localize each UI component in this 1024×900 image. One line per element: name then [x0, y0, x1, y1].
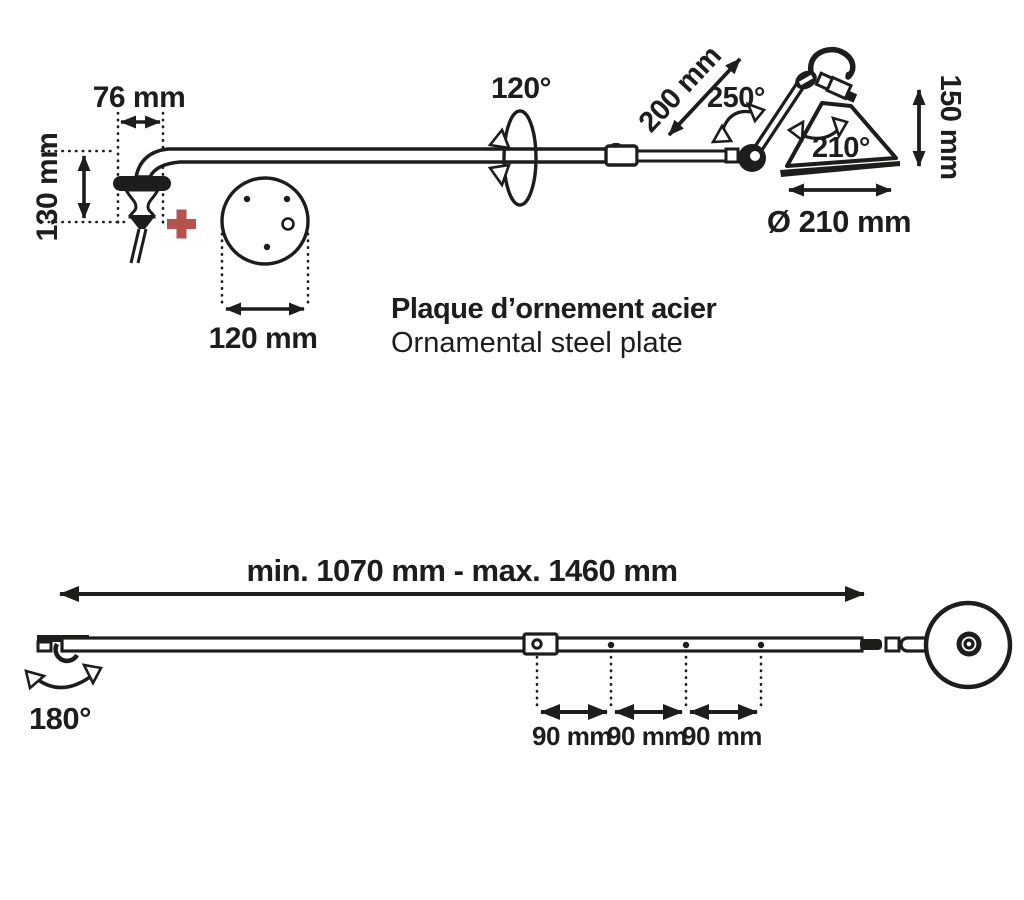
hook-end: [845, 71, 853, 79]
rotation-arrowhead: [487, 127, 512, 150]
wall-bracket: [113, 176, 171, 264]
shade-210-label: 210°: [812, 132, 870, 164]
shade-rim: [780, 161, 900, 177]
elbow-250-arc: [720, 109, 757, 133]
arm-collar: [604, 144, 639, 167]
upper-arm: [746, 75, 809, 164]
elbow-arc-arrowhead: [745, 101, 767, 124]
range-label: min. 1070 mm - max. 1460 mm: [246, 553, 677, 588]
hole-dot: [682, 641, 690, 649]
head-knob-slot: [798, 74, 814, 86]
hub-ring: [961, 636, 977, 652]
swivel-arc-arrowhead: [81, 663, 103, 686]
hole-dot: [607, 641, 615, 649]
lamp-shade: [785, 101, 898, 168]
rotation-120-label: 120°: [491, 72, 551, 105]
forearm-rod: [635, 149, 731, 163]
plate-diameter-label: 120 mm: [209, 322, 318, 355]
elbow-arc-arrowhead: [710, 123, 734, 144]
swivel-arc-arrowhead: [24, 669, 47, 691]
plate-title-en: Ornamental steel plate: [391, 327, 683, 359]
side-view-diagram: min. 1070 mm - max. 1460 mm: [24, 553, 1013, 751]
spacing-90-label: 90 mm: [532, 721, 612, 751]
hole-dot: [757, 641, 765, 649]
top-view-diagram: 76 mm 130 mm: [31, 40, 966, 359]
sleeve-hole: [531, 638, 543, 650]
shade-disc: [923, 600, 1013, 690]
ornamental-plate: [220, 176, 310, 266]
rotation-120-ellipse: [502, 109, 538, 207]
dim-height-130-label: 130 mm: [31, 133, 64, 242]
elbow-joint: [738, 144, 766, 172]
socket: [814, 71, 858, 103]
hook: [807, 46, 856, 80]
plus-icon: [167, 209, 196, 239]
mounting-cable: [136, 228, 148, 264]
shade-diameter-label: Ø 210 mm: [767, 204, 911, 239]
bracket-bar: [113, 176, 171, 191]
plate-hole: [243, 195, 251, 203]
plate-center-hole: [281, 217, 295, 231]
rotation-arrowhead: [487, 163, 511, 188]
plate-title-fr: Plaque d’ornement acier: [391, 293, 717, 325]
bracket-taper: [128, 215, 156, 229]
plate-circle: [220, 176, 310, 266]
elbow-collar: [724, 147, 740, 164]
side-arm: [60, 636, 864, 653]
plate-hole: [263, 243, 271, 251]
plate-hole: [283, 195, 291, 203]
spacing-90-label: 90 mm: [607, 721, 687, 751]
dim-width-76-label: 76 mm: [93, 81, 186, 114]
shade-height-150-label: 150 mm: [934, 74, 966, 179]
shade-arc-arrowhead: [830, 116, 849, 140]
lamp-head: 210°: [780, 46, 900, 177]
bracket-goblet: [123, 188, 161, 219]
shade-arc-arrowhead: [786, 119, 805, 143]
hub-center: [966, 641, 972, 647]
forearm-200-arrow: [667, 57, 742, 137]
swivel-180-label: 180°: [29, 701, 91, 736]
spacing-90-label: 90 mm: [682, 721, 762, 751]
mounting-cable: [129, 228, 141, 264]
